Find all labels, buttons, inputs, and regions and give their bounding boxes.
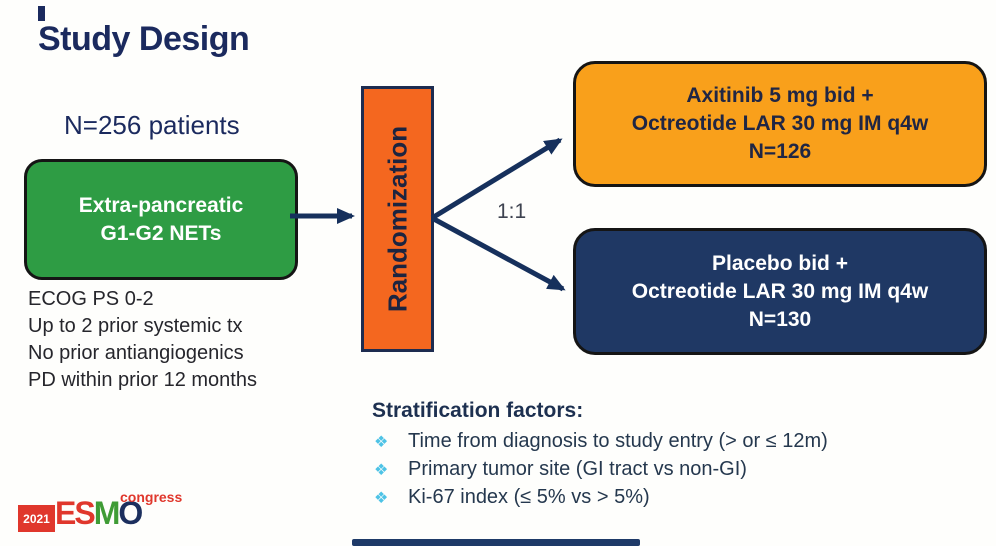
diamond-bullet-icon: ❖ — [374, 434, 389, 451]
stratification-item-text: Time from diagnosis to study entry (> or… — [408, 430, 828, 452]
population-box: Extra-pancreatic G1-G2 NETs — [24, 159, 298, 280]
placebo-line-2: Octreotide LAR 30 mg IM q4w — [631, 279, 929, 303]
diamond-bullet-icon: ❖ — [374, 462, 389, 479]
logo-m: M — [93, 495, 121, 531]
logo-es: ES — [55, 495, 96, 531]
stratification-item-text: Primary tumor site (GI tract vs non-GI) — [408, 458, 747, 480]
eligibility-line-4: PD within prior 12 months — [28, 369, 257, 391]
logo-o: O — [118, 495, 143, 531]
logo-year-badge: 2021 — [18, 505, 55, 532]
list-item: ❖ Time from diagnosis to study entry (> … — [372, 428, 828, 455]
logo-congress-text: congress — [120, 489, 183, 505]
eligibility-line-3: No prior antiangiogenics — [28, 342, 244, 364]
axitinib-line-2: Octreotide LAR 30 mg IM q4w — [631, 112, 929, 135]
stratification-title: Stratification factors: — [372, 399, 584, 422]
n-patients-label: N=256 patients — [64, 110, 240, 140]
list-item: ❖ Ki-67 index (≤ 5% vs > 5%) — [372, 484, 828, 511]
axitinib-line-1: Axitinib 5 mg bid + — [686, 84, 874, 107]
randomization-ratio: 1:1 — [497, 200, 527, 223]
arm-box-placebo: Placebo bid + Octreotide LAR 30 mg IM q4… — [573, 228, 987, 355]
arrow-randomization-to-axitinib — [430, 137, 563, 221]
logo-letters: ESMO — [55, 494, 143, 532]
arrow-randomization-to-placebo — [430, 215, 566, 292]
axitinib-line-3: N=126 — [748, 140, 812, 163]
stratification-item-text: Ki-67 index (≤ 5% vs > 5%) — [408, 486, 650, 508]
esmo-congress-logo: 2021 ESMO congress — [18, 489, 182, 539]
randomization-box: Randomization — [361, 86, 434, 352]
list-item: ❖ Primary tumor site (GI tract vs non-GI… — [372, 456, 828, 483]
placebo-line-3: N=130 — [748, 307, 812, 331]
eligibility-line-2: Up to 2 prior systemic tx — [28, 315, 243, 337]
eligibility-line-1: ECOG PS 0-2 — [28, 288, 154, 310]
placebo-line-1: Placebo bid + — [712, 251, 848, 275]
arm-box-axitinib: Axitinib 5 mg bid + Octreotide LAR 30 mg… — [573, 61, 987, 187]
page-title: Study Design — [38, 20, 250, 58]
flow-arrows — [290, 137, 566, 292]
stratification-section: Stratification factors: ❖ Time from diag… — [372, 399, 828, 512]
top-edge-mark — [38, 6, 45, 21]
bottom-bar — [352, 539, 640, 546]
population-line-1: Extra-pancreatic — [78, 193, 244, 217]
diamond-bullet-icon: ❖ — [374, 490, 389, 507]
population-line-2: G1-G2 NETs — [100, 221, 222, 245]
eligibility-criteria: ECOG PS 0-2 Up to 2 prior systemic tx No… — [28, 286, 257, 394]
